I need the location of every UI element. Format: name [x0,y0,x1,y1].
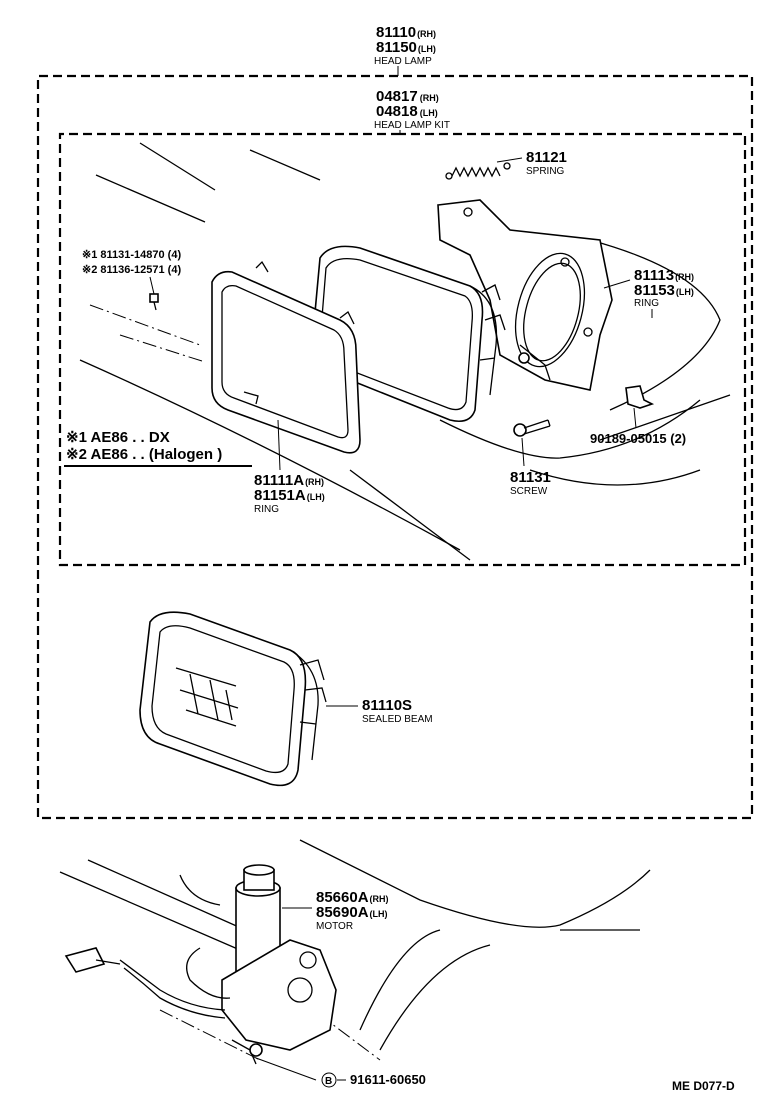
motor-label: 85660A(RH) 85690A(LH) MOTOR [282,889,389,932]
svg-text:81111A(RH): 81111A(RH) [254,472,324,489]
head-lamp-name: HEAD LAMP [374,56,432,67]
svg-text:85690A(LH): 85690A(LH) [316,904,388,921]
bolt-label: B 91611-60650 [255,1057,426,1088]
kit-number-rh: 04817 [376,88,418,105]
head-lamp-label: 81110(RH) 81150(LH) HEAD LAMP [374,24,436,76]
sealed-beam-number: 81110S [362,697,412,714]
head-lamp-boundary [36,74,754,820]
retaining-ring-label: 81111A(RH) 81151A(LH) RING [254,419,325,515]
screw-number: 81131 [510,469,551,486]
mounting-ring-number-lh: 81153 [634,282,675,299]
svg-text:04817(RH): 04817(RH) [376,88,439,105]
bolt-number: 91611-60650 [350,1072,426,1087]
screw-part [513,419,551,437]
svg-text:81110(RH): 81110(RH) [376,24,436,41]
retaining-ring-name: RING [254,504,279,515]
mounting-ring-label: 81113(RH) 81153(LH) RING [603,267,694,318]
applicability-notes: ※1 AE86 . . DX ※2 AE86 . . (Halogen ) [64,429,252,467]
sealed-beam-label: 81110S SEALED BEAM [326,697,433,725]
svg-text:85660A(RH): 85660A(RH) [316,889,389,906]
body-outline-lower [59,839,651,1061]
svg-text:81113(RH): 81113(RH) [634,267,694,284]
kit-boundary [58,132,747,567]
small-screw-part [149,293,159,311]
mounting-ring-part [437,199,613,391]
svg-text:04818(LH): 04818(LH) [376,103,438,120]
retaining-ring-number-rh: 81111A [254,472,304,489]
spring-name: SPRING [526,166,565,177]
bolt-mark: B [325,1076,332,1087]
clip-label: 90189-05015 (2) [590,407,686,446]
sealed-beam-name: SEALED BEAM [362,714,433,725]
clip-part [625,385,655,409]
clip-number: 90189-05015 (2) [590,431,686,446]
svg-text:81153(LH): 81153(LH) [634,282,694,299]
retaining-ring-part [211,260,361,454]
note-2: ※2 AE86 . . (Halogen ) [66,446,222,463]
small-screw-2: ※2 81136-12571 (4) [82,264,181,276]
mounting-ring-name: RING [634,298,659,309]
body-outline-upper [79,142,731,561]
note-1: ※1 AE86 . . DX [66,429,170,446]
small-screws-label: ※1 81131-14870 (4) ※2 81136-12571 (4) [82,249,181,295]
diagram-code: ME D077-D [672,1079,735,1093]
screw-label: 81131 SCREW [510,437,551,497]
small-screw-1: ※1 81131-14870 (4) [82,249,181,261]
mounting-ring-number-rh: 81113 [634,267,674,284]
svg-text:81151A(LH): 81151A(LH) [254,487,325,504]
head-lamp-number-lh: 81150 [376,39,417,56]
sealed-beam-part [139,611,327,787]
head-lamp-number-rh: 81110 [376,24,416,41]
spring-part [445,162,511,180]
spring-label: 81121 SPRING [496,149,567,177]
motor-part [64,864,337,1065]
kit-label: 04817(RH) 04818(LH) HEAD LAMP KIT [374,88,450,134]
motor-number-lh: 85690A [316,904,369,921]
retaining-ring-number-lh: 81151A [254,487,306,504]
kit-name: HEAD LAMP KIT [374,120,450,131]
motor-name: MOTOR [316,921,353,932]
motor-number-rh: 85660A [316,889,369,906]
spring-number: 81121 [526,149,567,166]
svg-text:81150(LH): 81150(LH) [376,39,436,56]
screw-name: SCREW [510,486,548,497]
kit-number-lh: 04818 [376,103,418,120]
